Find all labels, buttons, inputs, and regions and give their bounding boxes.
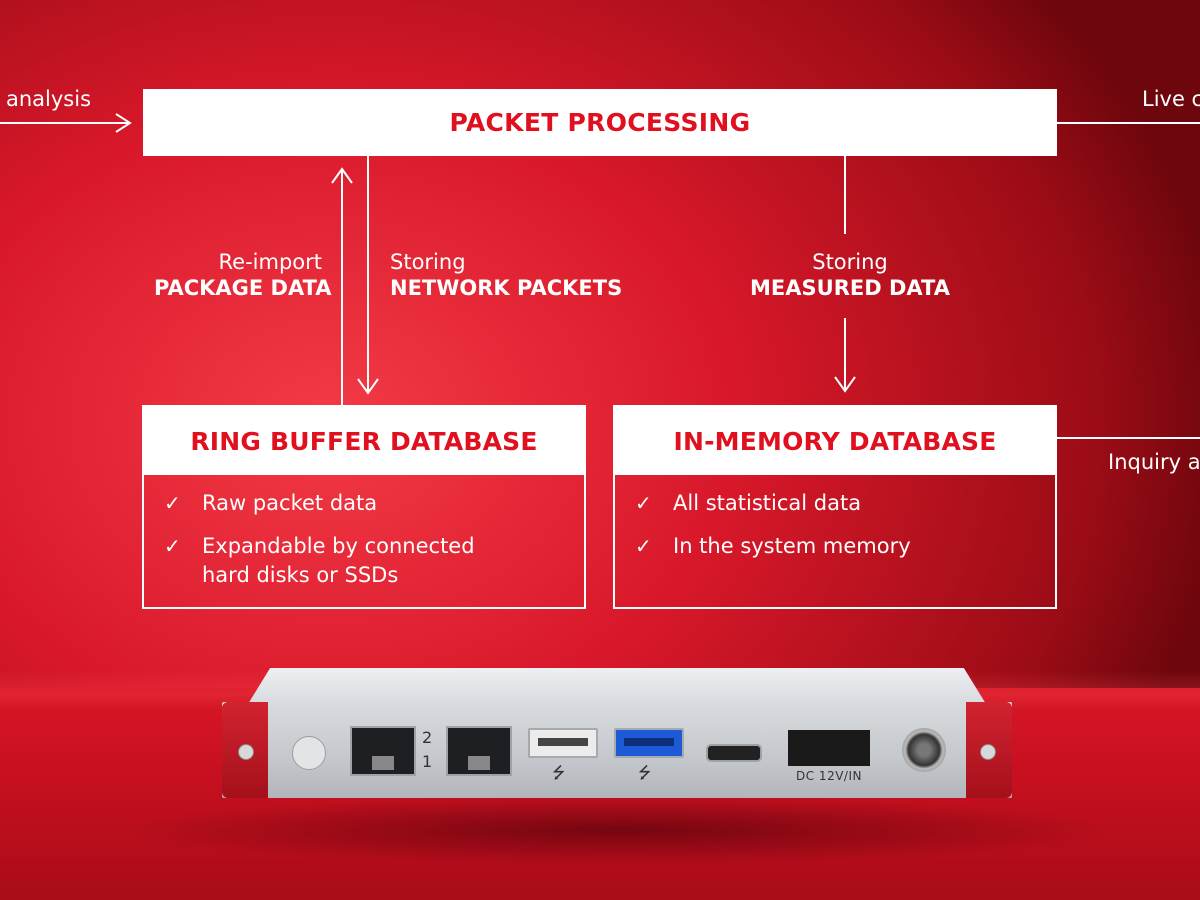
- storing-packets-line1: Storing: [390, 250, 466, 274]
- list-item: ✓ In the system memory: [635, 532, 1055, 561]
- screw-icon: [980, 744, 996, 760]
- device-shadow: [120, 795, 1120, 865]
- usb-symbol-icon: ⭍: [552, 763, 566, 782]
- network-appliance-device: 2 1 ⭍ ⭍ DC 12V/IN: [222, 668, 1012, 798]
- storing-packets-line: [367, 156, 369, 392]
- left-flow-line: [0, 122, 128, 124]
- storing-measured-label: Storing MEASURED DATA: [740, 249, 960, 301]
- list-item-text: All statistical data: [673, 491, 862, 515]
- reimport-line: [341, 170, 343, 406]
- check-icon: ✓: [635, 534, 652, 558]
- storing-packets-arrowhead-icon: [357, 378, 379, 395]
- list-item-text: In the system memory: [673, 534, 911, 558]
- dc-jack-icon: [902, 728, 946, 772]
- power-button-icon: [292, 736, 326, 770]
- list-item: ✓ All statistical data: [635, 489, 1055, 518]
- usb-port-icon: [528, 728, 598, 758]
- storing-measured-line1: Storing: [812, 250, 888, 274]
- storing-measured-line2: MEASURED DATA: [750, 276, 950, 300]
- ring-buffer-title: RING BUFFER DATABASE: [144, 407, 584, 475]
- packet-processing-box: PACKET PROCESSING: [143, 89, 1057, 156]
- dc-power-label: DC 12V/IN: [796, 769, 862, 783]
- usb-port-icon: [614, 728, 684, 758]
- list-item-text: Raw packet data: [202, 491, 378, 515]
- right-flow-top-line: [1057, 122, 1200, 124]
- in-memory-title: IN-MEMORY DATABASE: [615, 407, 1055, 475]
- ring-buffer-database-box: RING BUFFER DATABASE ✓ Raw packet data ✓ E…: [142, 405, 586, 609]
- port-label-1: 1: [422, 752, 433, 771]
- right-flow-top-label: Live c: [1142, 87, 1200, 111]
- measured-line-top: [844, 156, 846, 234]
- in-memory-database-box: IN-MEMORY DATABASE ✓ All statistical data…: [613, 405, 1057, 609]
- right-flow-bottom-line: [1057, 437, 1200, 439]
- check-icon: ✓: [164, 534, 181, 558]
- device-top-surface: [248, 668, 986, 704]
- ethernet-port-icon: [350, 726, 416, 776]
- port-label-2: 2: [422, 728, 433, 747]
- left-flow-label: analysis: [6, 87, 92, 111]
- reimport-line2: PACKAGE DATA: [154, 276, 332, 300]
- ethernet-port-icon: [446, 726, 512, 776]
- measured-line-bottom: [844, 318, 846, 390]
- storing-packets-label: Storing NETWORK PACKETS: [390, 249, 622, 301]
- check-icon: ✓: [164, 491, 181, 515]
- list-item-text: Expandable by connected hard disks or SS…: [202, 534, 475, 587]
- usb-symbol-icon: ⭍: [638, 763, 652, 782]
- right-flow-bottom-label: Inquiry a: [1108, 450, 1200, 474]
- reimport-label: Re-import PACKAGE DATA: [154, 249, 332, 301]
- check-icon: ✓: [635, 491, 652, 515]
- packet-processing-title: PACKET PROCESSING: [449, 108, 751, 137]
- list-item: ✓ Expandable by connected hard disks or S…: [164, 532, 584, 590]
- screw-icon: [238, 744, 254, 760]
- storing-packets-line2: NETWORK PACKETS: [390, 276, 623, 300]
- reimport-arrowhead-icon: [331, 167, 353, 184]
- measured-arrowhead-icon: [834, 376, 856, 393]
- hdmi-port-icon: [706, 744, 762, 762]
- ring-buffer-list: ✓ Raw packet data ✓ Expandable by connecte…: [144, 475, 584, 590]
- in-memory-list: ✓ All statistical data ✓ In the system mem…: [615, 475, 1055, 561]
- dc-panel: [788, 730, 870, 766]
- list-item: ✓ Raw packet data: [164, 489, 584, 518]
- reimport-line1: Re-import: [218, 250, 322, 274]
- left-flow-arrowhead-icon: [115, 113, 132, 133]
